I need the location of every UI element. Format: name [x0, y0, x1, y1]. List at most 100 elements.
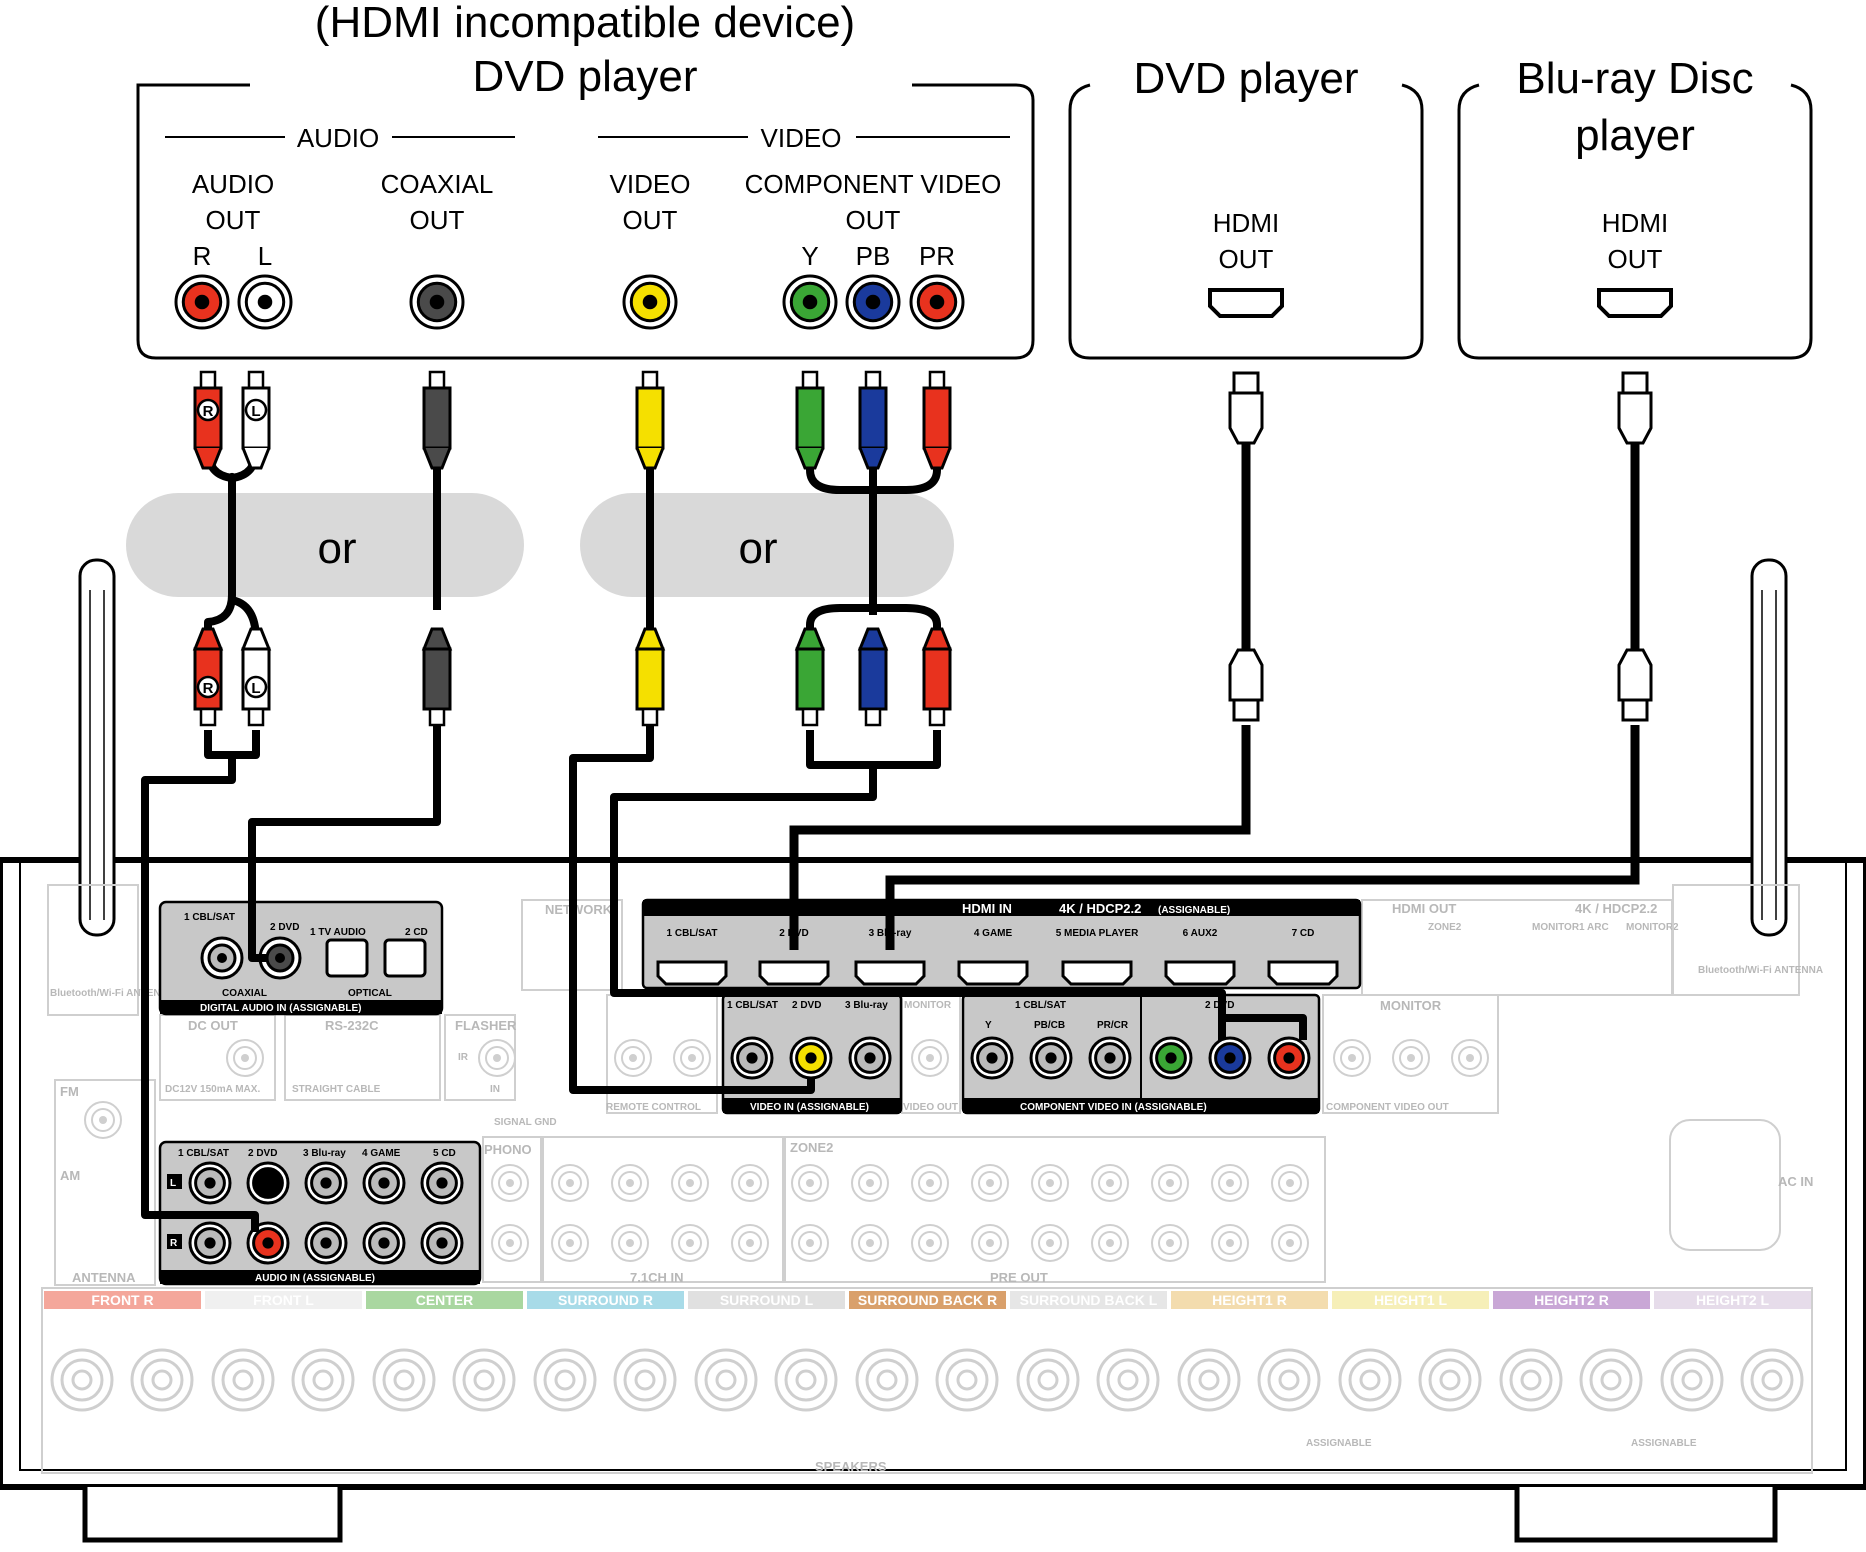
faint-jack-6	[84, 1101, 122, 1139]
phono-label: PHONO	[484, 1142, 532, 1157]
component-video-in-panel: 1 CBL/SAT 2 DVD Y PB/CB PR/CR COMPONENT …	[961, 993, 1321, 1115]
audio-in-label-2: 2 DVD	[248, 1148, 277, 1159]
coaxial-out-line1: COAXIAL	[381, 169, 494, 199]
fm-label: FM	[60, 1084, 79, 1099]
video-in-jack-1[interactable]	[730, 1036, 774, 1080]
component-in-1-y-jack[interactable]	[970, 1036, 1014, 1080]
faint-jack-top-7	[911, 1164, 949, 1202]
audio-plug-r-top-mark: R	[203, 403, 214, 420]
hdmi-in-label-7: 7 CD	[1292, 928, 1315, 939]
audio-out-l-jack[interactable]	[237, 274, 293, 330]
dai-label-3: 1 TV AUDIO	[310, 927, 366, 938]
hdmi-out-label: HDMI OUT	[1392, 901, 1456, 916]
audio-cable-route	[141, 755, 259, 1232]
bluray-hdmi-plug-top	[1617, 371, 1653, 445]
speaker-terminal-7-2	[1096, 1348, 1160, 1412]
audio-in-panel: 1 CBL/SAT 2 DVD 3 Blu-ray 4 GAME 5 CD L …	[158, 1140, 482, 1286]
video-in-jack-3[interactable]	[848, 1036, 892, 1080]
component-out-label: COMPONENT VIDEO OUT	[1326, 1102, 1449, 1113]
audio-out-r: R	[193, 241, 212, 271]
hdmi-in-port-6[interactable]	[1164, 960, 1236, 986]
ch71-label: 7.1CH IN	[630, 1270, 683, 1285]
audio-in-l-jack-4[interactable]	[362, 1161, 406, 1205]
audio-in-r-jack-3[interactable]	[304, 1221, 348, 1265]
audio-in-r-jack-4[interactable]	[362, 1221, 406, 1265]
component-y-plug-bottom	[794, 627, 826, 727]
audio-in-r-jack-1[interactable]	[188, 1221, 232, 1265]
faint-jack-bottom-6	[851, 1224, 889, 1262]
component-ch-y: Y	[985, 1020, 992, 1031]
speaker-terminal-11-1	[1660, 1348, 1724, 1412]
faint-jack-bottom-1	[551, 1224, 589, 1262]
component-pb-plug-top	[858, 370, 888, 470]
component-in-2-pr-jack[interactable]	[1267, 1036, 1311, 1080]
hdmi-in-port-3[interactable]	[854, 960, 926, 986]
assignable-label-1: ASSIGNABLE	[1306, 1438, 1372, 1449]
speaker-label-4: SURROUND R	[558, 1292, 653, 1308]
flasher-label: FLASHER	[455, 1018, 517, 1033]
audio-in-l-jack-5[interactable]	[420, 1161, 464, 1205]
component-pb-out-jack[interactable]	[845, 274, 901, 330]
zone2-hdmi-label: ZONE2	[1428, 922, 1462, 933]
component-ch-pb: PB/CB	[1034, 1020, 1065, 1031]
audio-group-label: AUDIO	[297, 123, 379, 153]
monitor-out-label: MONITOR	[1380, 998, 1442, 1013]
faint-jack-top-8	[971, 1164, 1009, 1202]
component-cable-split-bottom	[806, 604, 941, 640]
speaker-terminal-10-1	[1499, 1348, 1563, 1412]
speaker-label-8: HEIGHT1 R	[1212, 1292, 1287, 1308]
component-y-out-jack[interactable]	[782, 274, 838, 330]
ir-label: IR	[458, 1052, 469, 1063]
speaker-terminal-4-2	[613, 1348, 677, 1412]
audio-out-r-jack[interactable]	[174, 274, 230, 330]
audio-in-l-jack-2[interactable]	[246, 1161, 290, 1205]
faint-jack-0	[614, 1039, 652, 1077]
audio-plug-r-bottom: R	[192, 627, 224, 727]
component-in-2-pb-jack[interactable]	[1208, 1036, 1252, 1080]
coaxial-jack-1[interactable]	[200, 936, 244, 980]
coaxial-out-jack[interactable]	[409, 274, 465, 330]
component-group-1: 1 CBL/SAT	[1015, 1000, 1066, 1011]
component-video-in-footer: COMPONENT VIDEO IN (ASSIGNABLE)	[1020, 1102, 1207, 1113]
hdmi-in-port-4[interactable]	[957, 960, 1029, 986]
component-cable-bottom-loop	[806, 730, 941, 769]
bluray-hdmi-out-port[interactable]	[1597, 288, 1673, 318]
video-out-line2: OUT	[623, 205, 678, 235]
video-out-jack[interactable]	[622, 274, 678, 330]
hdmi-out-spec-label: 4K / HDCP2.2	[1575, 901, 1657, 916]
audio-in-r-jack-5[interactable]	[420, 1221, 464, 1265]
legacy-output-jacks	[174, 274, 965, 330]
left-antenna	[78, 558, 116, 937]
component-out-pr: PR	[919, 241, 955, 271]
faint-jack-3	[1333, 1039, 1371, 1077]
component-in-2-y-jack[interactable]	[1149, 1036, 1193, 1080]
dc-spec-label: DC12V 150mA MAX.	[165, 1084, 260, 1095]
speaker-terminal-5-2	[774, 1348, 838, 1412]
audio-in-r-jack-2[interactable]	[246, 1221, 290, 1265]
speaker-terminal-1-2	[130, 1348, 194, 1412]
audio-in-l-jack-3[interactable]	[304, 1161, 348, 1205]
component-cable-route	[610, 765, 1307, 1040]
dvd-port-line2: OUT	[1219, 244, 1274, 274]
dvd-hdmi-out-port[interactable]	[1208, 288, 1284, 318]
component-in-1-pb-jack[interactable]	[1029, 1036, 1073, 1080]
hdmi-in-port-5[interactable]	[1061, 960, 1133, 986]
optical-jack-2[interactable]	[383, 938, 427, 978]
optical-jack-1[interactable]	[325, 938, 369, 978]
speaker-label-1: FRONT R	[91, 1292, 153, 1308]
hdmi-in-port-1[interactable]	[656, 960, 728, 986]
left-foot	[82, 1487, 343, 1543]
hdmi-in-port-2[interactable]	[758, 960, 830, 986]
video-in-jack-2[interactable]	[789, 1036, 833, 1080]
audio-in-label-1: 1 CBL/SAT	[178, 1148, 229, 1159]
audio-in-l-jack-1[interactable]	[188, 1161, 232, 1205]
faint-jack-top-1	[551, 1164, 589, 1202]
component-pr-plug-top	[922, 370, 952, 470]
audio-in-label-4: 4 GAME	[362, 1148, 401, 1159]
audio-out-l: L	[258, 241, 272, 271]
component-in-1-pr-jack[interactable]	[1088, 1036, 1132, 1080]
hdmi-in-port-7[interactable]	[1267, 960, 1339, 986]
component-pr-out-jack[interactable]	[909, 274, 965, 330]
